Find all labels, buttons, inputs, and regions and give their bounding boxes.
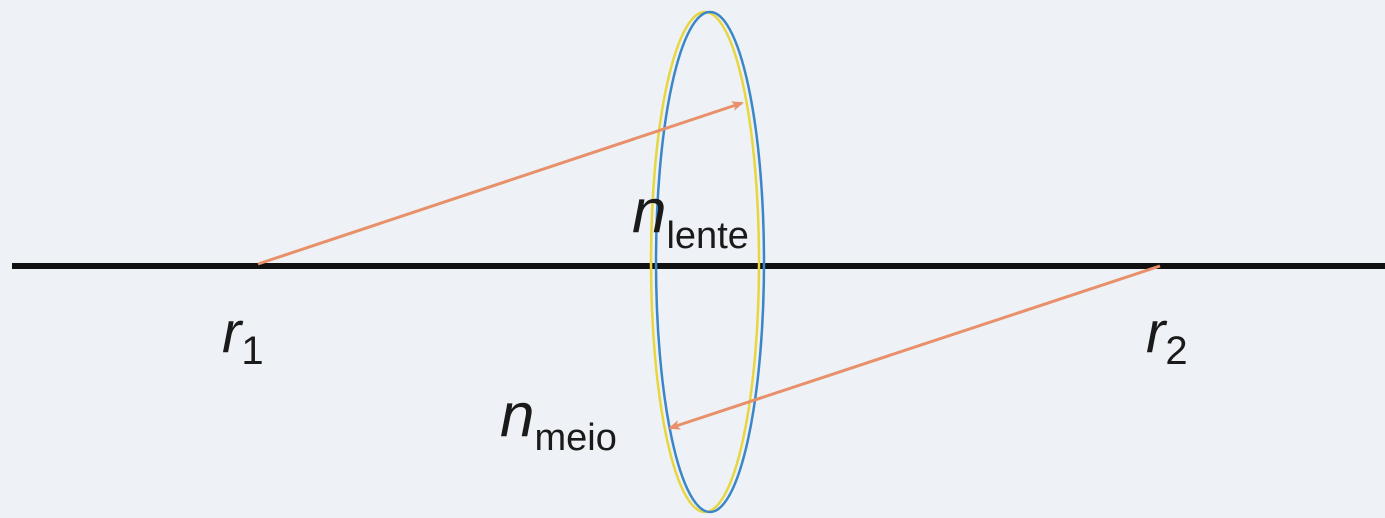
label-n-meio: nmeio bbox=[500, 381, 617, 459]
lens-outline bbox=[654, 10, 766, 514]
ray-return bbox=[668, 264, 1161, 430]
label-r2: r2 bbox=[1146, 300, 1188, 373]
label-n-lente: nlente bbox=[632, 177, 749, 257]
ray-incident bbox=[257, 101, 744, 266]
label-r1: r1 bbox=[222, 300, 264, 373]
lens-outline-yellow bbox=[649, 10, 761, 514]
